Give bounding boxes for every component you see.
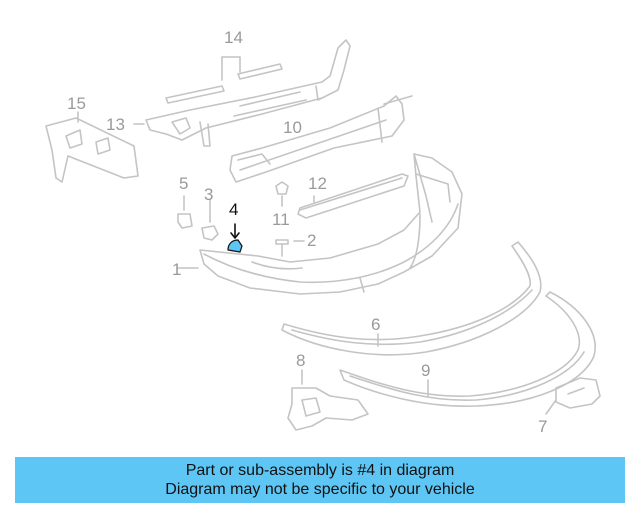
part-11-clip (275, 181, 289, 207)
part-10-absorber (229, 95, 413, 183)
info-banner: Part or sub-assembly is #4 in diagram Di… (15, 457, 625, 503)
part-2-screw (275, 239, 305, 257)
callout-8: 8 (296, 351, 306, 370)
callout-3: 3 (204, 185, 214, 204)
callout-15: 15 (67, 94, 86, 113)
callout-5: 5 (179, 174, 189, 193)
part-4-clip[interactable] (227, 223, 243, 253)
callout-9: 9 (421, 361, 431, 380)
part-12-strip (297, 173, 409, 219)
part-14-strips (165, 56, 283, 104)
part-1-bumper-cover (177, 153, 463, 295)
callout-10: 10 (283, 118, 302, 137)
banner-line-2: Diagram may not be specific to your vehi… (165, 481, 475, 498)
part-5-fastener (177, 195, 193, 229)
part-15-bracket (45, 111, 139, 183)
callout-14: 14 (224, 28, 243, 47)
part-6-molding (281, 241, 542, 356)
callout-13: 13 (106, 115, 125, 134)
banner-line-1: Part or sub-assembly is #4 in diagram (185, 462, 455, 479)
part-13-bracket (133, 39, 351, 147)
callout-4[interactable]: 4 (229, 200, 239, 219)
part-9-molding (339, 291, 596, 407)
callout-2: 2 (307, 231, 317, 250)
callout-6: 6 (371, 315, 381, 334)
part-3-bolt (201, 199, 219, 241)
callout-1: 1 (172, 260, 182, 279)
callout-12: 12 (308, 174, 327, 193)
callout-7: 7 (538, 417, 548, 436)
part-8-bracket (287, 369, 369, 431)
part-7-reflector (545, 377, 601, 415)
callout-11: 11 (272, 210, 290, 229)
parts-diagram (45, 39, 601, 431)
